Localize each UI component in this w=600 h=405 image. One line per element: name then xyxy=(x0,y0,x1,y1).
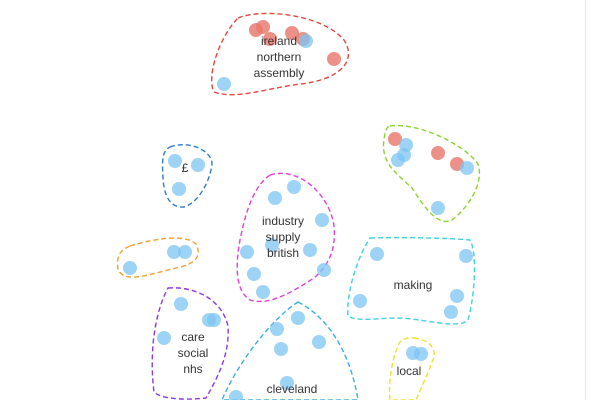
point-blue-making-1 xyxy=(459,249,473,263)
cluster-labels: ireland northern assembly £ industry supply br… xyxy=(178,34,433,396)
cluster-label-line: social xyxy=(178,346,209,360)
cluster-label-local: local xyxy=(397,364,422,378)
cluster-label-line: ireland xyxy=(261,34,297,48)
point-blue-care-2 xyxy=(207,313,221,327)
point-blue-industry-5 xyxy=(265,238,279,252)
cluster-label-line: northern xyxy=(257,50,302,64)
point-blue-orange-2 xyxy=(178,245,192,259)
cluster-label-cleveland: cleveland xyxy=(267,382,318,396)
point-blue-cleveland-1 xyxy=(270,322,284,336)
point-red-ireland-5 xyxy=(327,52,341,66)
point-red-ireland-3 xyxy=(285,26,299,40)
cluster-label-line: cleveland xyxy=(267,382,318,396)
point-blue-local-1 xyxy=(414,347,428,361)
cluster-label-pound: £ xyxy=(182,161,189,175)
point-blue-ireland-0 xyxy=(217,77,231,91)
point-blue-pound-1 xyxy=(191,158,205,172)
cluster-label-care: care social nhs xyxy=(178,330,209,376)
point-red-green-1 xyxy=(431,146,445,160)
cluster-label-line: nhs xyxy=(183,362,202,376)
point-red-green-0 xyxy=(388,132,402,146)
cluster-label-making: making xyxy=(394,278,433,292)
point-red-ireland-1 xyxy=(256,20,270,34)
point-blue-making-2 xyxy=(450,289,464,303)
cluster-hull-ireland xyxy=(210,12,350,96)
cluster-label-line: making xyxy=(394,278,433,292)
point-blue-industry-4 xyxy=(240,245,254,259)
point-blue-green-3 xyxy=(460,161,474,175)
point-blue-cleveland-4 xyxy=(229,390,243,404)
point-blue-cleveland-2 xyxy=(312,335,326,349)
cluster-hull-making xyxy=(347,236,476,325)
cluster-label-line: supply xyxy=(266,230,301,244)
point-blue-making-3 xyxy=(353,294,367,308)
cluster-label-line: £ xyxy=(182,161,189,175)
point-blue-industry-7 xyxy=(247,267,261,281)
cluster-label-ireland: ireland northern assembly xyxy=(254,34,305,80)
point-blue-pound-0 xyxy=(168,154,182,168)
cluster-label-line: assembly xyxy=(254,66,305,80)
point-blue-industry-8 xyxy=(256,285,270,299)
cluster-hull-green xyxy=(382,124,480,223)
point-blue-making-0 xyxy=(370,247,384,261)
point-red-ireland-2 xyxy=(263,32,277,46)
cluster-hull-orange xyxy=(116,237,199,278)
point-blue-industry-6 xyxy=(317,263,331,277)
cluster-label-line: industry xyxy=(262,214,304,228)
point-blue-pound-2 xyxy=(172,182,186,196)
point-blue-industry-1 xyxy=(287,180,301,194)
cluster-label-industry: industry supply british xyxy=(262,214,304,260)
point-blue-green-2 xyxy=(391,153,405,167)
point-blue-making-4 xyxy=(444,305,458,319)
point-blue-orange-0 xyxy=(123,261,137,275)
cluster-hull-pound xyxy=(161,144,213,208)
point-blue-cleveland-5 xyxy=(280,376,294,390)
cluster-label-line: british xyxy=(267,246,299,260)
point-blue-care-0 xyxy=(174,297,188,311)
cluster-hull-industry xyxy=(236,172,336,302)
point-blue-industry-3 xyxy=(303,243,317,257)
panel-edge-divider xyxy=(585,0,586,400)
cluster-points xyxy=(123,20,474,404)
point-blue-cleveland-3 xyxy=(274,342,288,356)
point-blue-green-4 xyxy=(431,201,445,215)
point-blue-orange-1 xyxy=(167,245,181,259)
point-blue-industry-0 xyxy=(268,191,282,205)
cluster-hull-care xyxy=(151,287,229,400)
cluster-label-line: care xyxy=(181,330,205,344)
point-blue-industry-2 xyxy=(315,213,329,227)
point-blue-ireland-1 xyxy=(299,34,313,48)
cluster-label-line: local xyxy=(397,364,422,378)
point-blue-care-3 xyxy=(157,331,171,345)
point-blue-cleveland-0 xyxy=(291,311,305,325)
